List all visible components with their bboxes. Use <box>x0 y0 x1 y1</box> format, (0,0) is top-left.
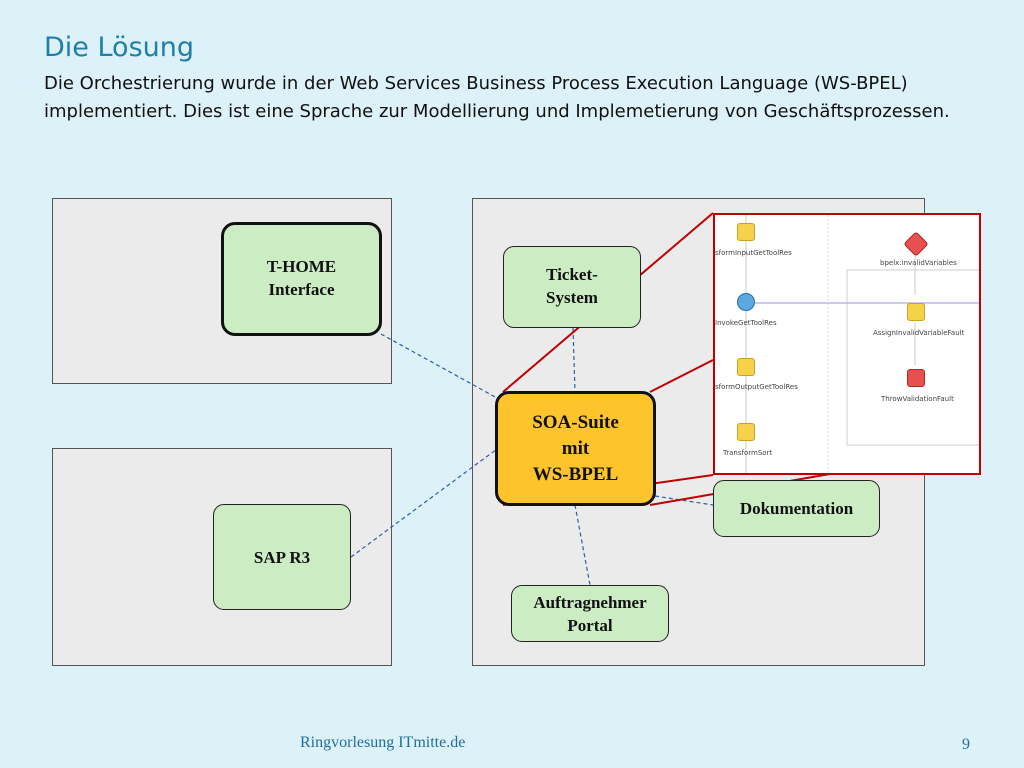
bpel-label-assign-fault: AssignInvalidVariableFault <box>873 329 965 337</box>
node-sap-r3: SAP R3 <box>213 504 351 610</box>
slide-page-number: 9 <box>962 736 970 753</box>
slide-title: Die Lösung <box>44 32 195 63</box>
slide-subtitle: Die Orchestrierung wurde in der Web Serv… <box>44 73 950 122</box>
bpel-process-screenshot: sformInputGetToolRes bpelx:invalidVariab… <box>713 213 981 475</box>
slide-footer: Ringvorlesung ITmitte.de <box>300 734 466 751</box>
node-thome-interface: T-HOME Interface <box>221 222 382 336</box>
connector-soa-doku <box>654 495 714 506</box>
throw-fault-activity-icon <box>907 369 925 387</box>
bpel-label-invoke: InvokeGetToolRes <box>715 319 777 327</box>
bpel-label-transform-sort: TransformSort <box>723 449 773 457</box>
node-soa-suite: SOA-Suite mit WS-BPEL <box>495 391 656 506</box>
connector-sap-soa <box>350 448 498 558</box>
node-dokumentation: Dokumentation <box>713 480 880 537</box>
callout-line-2 <box>649 359 714 393</box>
connector-soa-portal <box>574 504 591 586</box>
invoke-activity-icon <box>737 293 755 311</box>
bpel-label-transform-output: sformOutputGetToolRes <box>715 383 798 391</box>
connector-ticket-soa <box>572 327 576 393</box>
transform-sort-activity-icon <box>737 423 755 441</box>
bpel-label-invalid-vars: bpelx:invalidVariables <box>880 259 957 267</box>
node-ticket-system: Ticket- System <box>503 246 641 328</box>
transform-input-activity-icon <box>737 223 755 241</box>
transform-output-activity-icon <box>737 358 755 376</box>
node-auftragnehmer-portal: Auftragnehmer Portal <box>511 585 669 642</box>
bpel-label-throw-fault: ThrowValidationFault <box>881 395 954 403</box>
assign-fault-activity-icon <box>907 303 925 321</box>
connector-thome-soa <box>380 333 498 399</box>
bpel-label-transform-input: sformInputGetToolRes <box>715 249 792 257</box>
